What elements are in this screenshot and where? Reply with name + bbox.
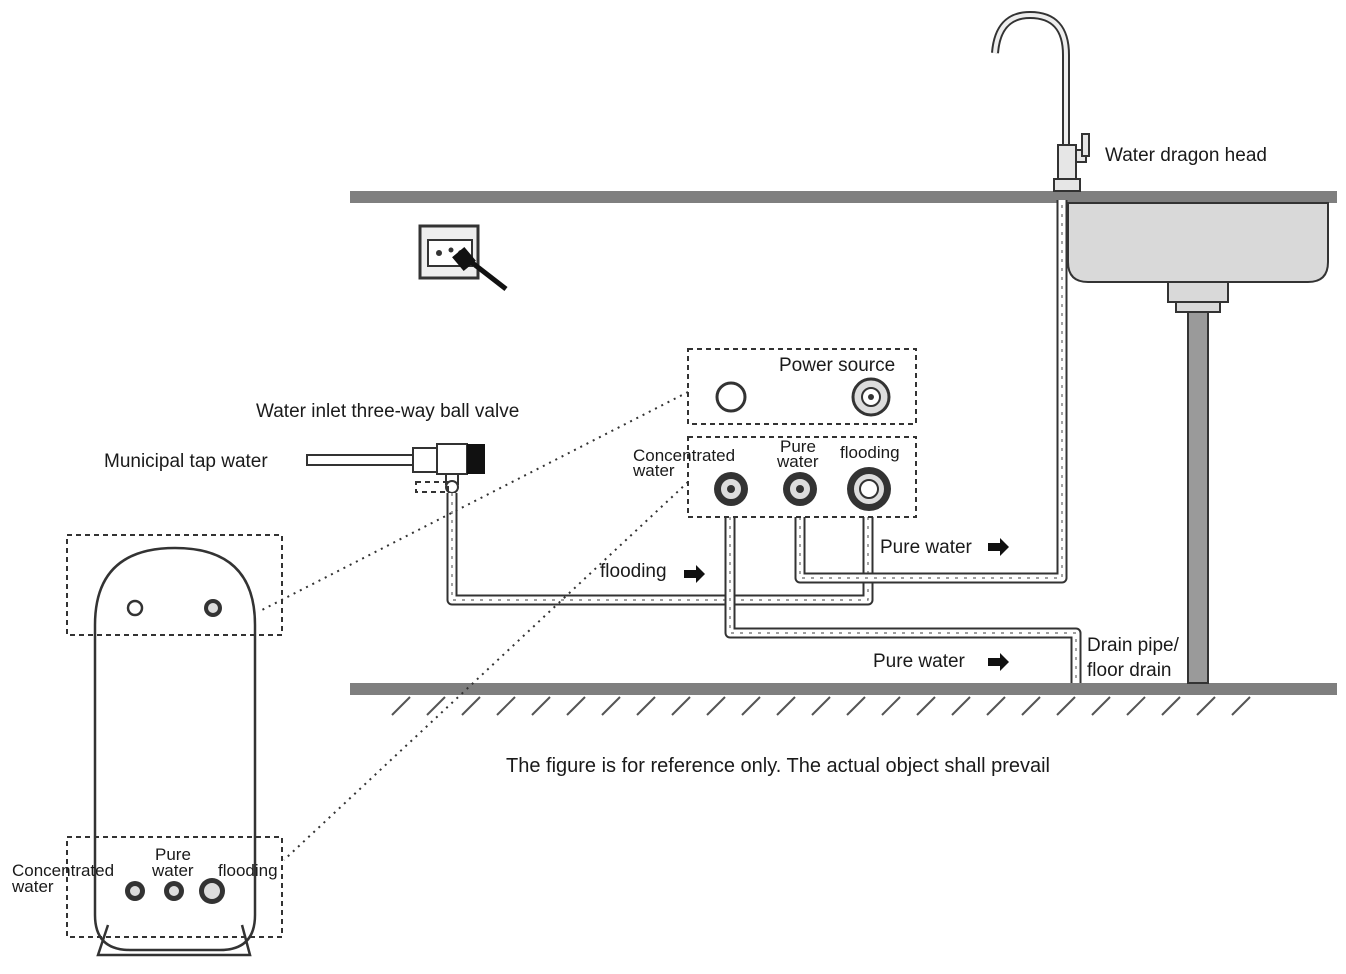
- unit-flooding-label: flooding: [218, 861, 278, 880]
- pure-water-port: [783, 472, 817, 506]
- pure-water-flow-upper-label: Pure water: [880, 537, 973, 558]
- arrow-right-icon: [684, 565, 705, 583]
- wall-socket-icon: [418, 224, 480, 280]
- concentrated-label-line2: water: [632, 461, 675, 480]
- sink-icon: [1067, 202, 1329, 313]
- unit-concentrated-label-line2: water: [11, 877, 54, 896]
- ball-valve-icon: [306, 443, 485, 494]
- unit-pure-label-line1: Pure: [155, 845, 191, 864]
- pipes: [446, 200, 1082, 683]
- countertop: [350, 191, 1337, 203]
- flooding-flow-label: flooding: [600, 561, 667, 582]
- arrow-right-icon: [988, 538, 1009, 556]
- pure-label-line2: water: [776, 452, 819, 471]
- drain-label-line1: Drain pipe/: [1087, 635, 1180, 656]
- power-port: [715, 381, 747, 413]
- concentrated-port: [714, 472, 748, 506]
- drain-pipe-icon: [1187, 311, 1209, 684]
- floor: [350, 683, 1337, 716]
- municipal-label: Municipal tap water: [104, 451, 268, 472]
- concentrated-label-line1: Concentrated: [633, 446, 735, 465]
- power-source-port: [851, 377, 891, 417]
- unit-concentrated-label-line1: Concentrated: [12, 861, 114, 880]
- water-purifier-icon: [66, 534, 283, 957]
- flooding-port-label: flooding: [840, 443, 900, 462]
- arrow-right-icon: [988, 653, 1009, 671]
- port-panel: [687, 348, 917, 518]
- power-source-label: Power source: [779, 355, 895, 376]
- valve-label: Water inlet three-way ball valve: [256, 401, 519, 422]
- faucet-label: Water dragon head: [1105, 145, 1267, 166]
- pure-water-flow-lower-label: Pure water: [873, 651, 966, 672]
- flooding-port: [847, 467, 891, 511]
- pure-label-line1: Pure: [780, 437, 816, 456]
- drain-label-line2: floor drain: [1087, 660, 1172, 681]
- plug-icon: [452, 246, 508, 291]
- unit-pure-label-line2: water: [151, 861, 194, 880]
- leader-lines: [257, 391, 689, 861]
- faucet-icon: [991, 10, 1090, 192]
- reference-note: The figure is for reference only. The ac…: [506, 755, 1050, 777]
